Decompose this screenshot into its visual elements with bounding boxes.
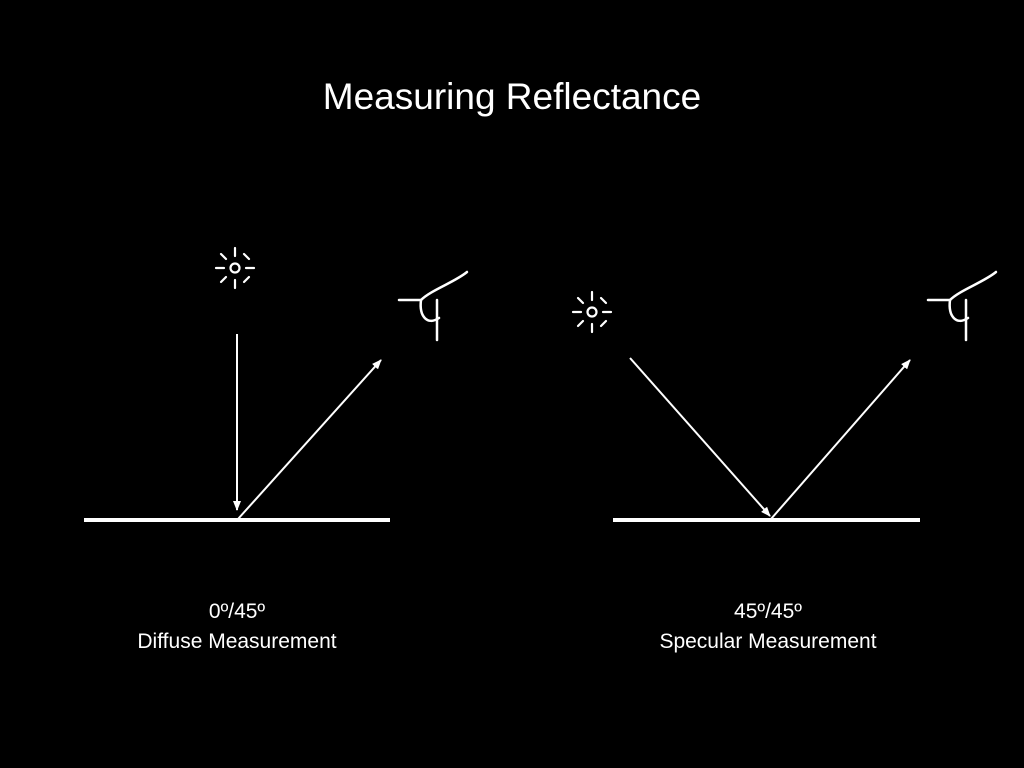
eye-icon <box>397 270 469 342</box>
eye-icon <box>926 270 998 342</box>
specular-caption: 45º/45º Specular Measurement <box>608 597 928 657</box>
slide-title: Measuring Reflectance <box>322 76 702 117</box>
specular-panel <box>571 270 998 522</box>
sun-icon <box>571 290 613 334</box>
incident-ray <box>629 357 771 517</box>
measurement-label: Diffuse Measurement <box>137 630 337 653</box>
diffuse-caption: 0º/45º Diffuse Measurement <box>77 597 397 657</box>
diffuse-panel <box>84 246 469 522</box>
geometry-label: 0º/45º <box>208 600 266 623</box>
reflected-ray <box>770 359 911 520</box>
measurement-label: Specular Measurement <box>659 630 877 653</box>
sun-icon <box>214 246 256 290</box>
geometry-label: 45º/45º <box>734 600 802 623</box>
reflected-ray <box>237 359 382 520</box>
